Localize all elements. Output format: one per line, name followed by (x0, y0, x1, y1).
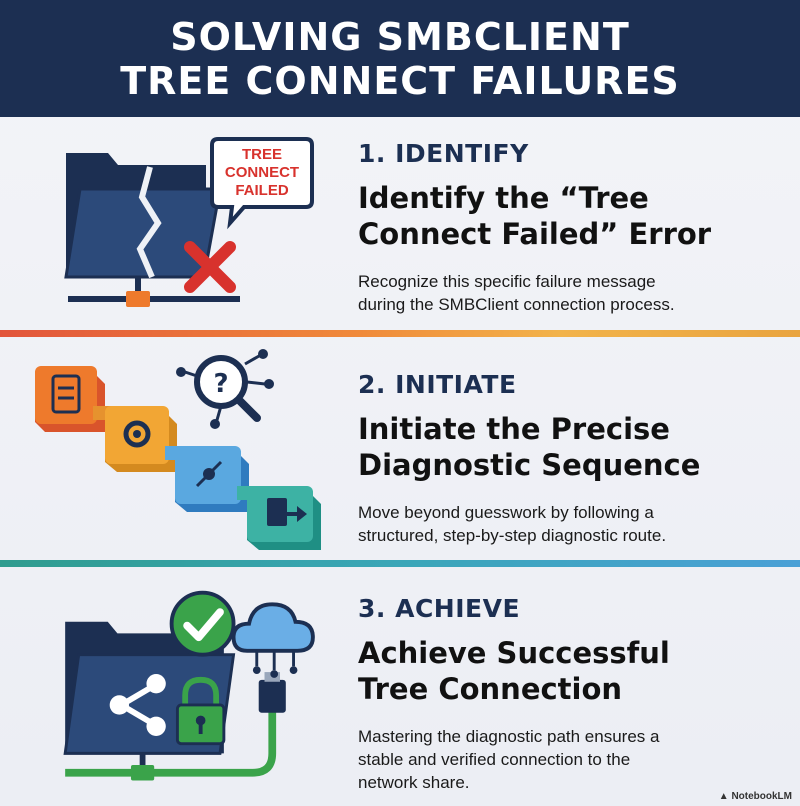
step-number: 2. INITIATE (358, 370, 517, 399)
cloud-icon (231, 602, 315, 678)
network-node-block-icon (175, 446, 249, 512)
page-title-line-1: SOLVING SMBCLIENT (170, 14, 630, 59)
document-arrow-block-icon (247, 486, 321, 550)
bubble-line-3: FAILED (235, 182, 289, 199)
bubble-line-2: CONNECT (225, 164, 299, 181)
step-description-line-2: structured, step-by-step diagnostic rout… (358, 526, 667, 545)
step-achieve-section: 3. ACHIEVE Achieve Successful Tree Conne… (0, 568, 800, 806)
step-description-line-1: Move beyond guesswork by following a (358, 503, 654, 522)
section-divider (0, 330, 800, 337)
step-title-line-2: Tree Connection (358, 672, 623, 706)
step-initiate-section: ? 2. INITIATE Initiate the Precise Diagn… (0, 338, 800, 560)
step-number: 1. IDENTIFY (358, 139, 529, 168)
step-initiate-text: 2. INITIATE Initiate the Precise Diagnos… (358, 370, 778, 547)
diagnostic-steps-illustration: ? (35, 349, 321, 550)
page-title-line-2: TREE CONNECT FAILURES (120, 58, 680, 103)
step-description-line-1: Mastering the diagnostic path ensures a (358, 727, 660, 746)
folder-icon (64, 153, 222, 279)
error-x-icon (184, 241, 236, 293)
step-description: Recognize this specific failure message … (358, 270, 778, 316)
share-icon (109, 674, 166, 736)
magnifier-question-icon: ? (176, 349, 274, 429)
step-description: Move beyond guesswork by following a str… (358, 501, 778, 547)
page-header: SOLVING SMBCLIENT TREE CONNECT FAILURES (0, 0, 800, 117)
badge-label: NotebookLM (731, 791, 792, 802)
step-title-line-2: Connect Failed” Error (358, 217, 712, 251)
step-title-line-1: Identify the “Tree (358, 181, 649, 215)
step-description-line-1: Recognize this specific failure message (358, 272, 656, 291)
successful-connection-illustration (63, 590, 315, 781)
checkmark-icon (169, 590, 236, 657)
step-description-line-2: during the SMBClient connection process. (358, 295, 675, 314)
step-title-line-2: Diagnostic Sequence (358, 448, 701, 482)
step-number: 3. ACHIEVE (358, 594, 521, 623)
step-identify-text: 1. IDENTIFY Identify the “Tree Connect F… (358, 139, 778, 316)
notebooklm-logo-icon: ▲ (718, 791, 729, 802)
svg-text:?: ? (213, 369, 228, 399)
notebooklm-badge: ▲ NotebookLM (719, 791, 792, 802)
gear-block-icon (105, 406, 177, 472)
step-description-line-2: stable and verified connection to the (358, 750, 631, 769)
step-title: Identify the “Tree Connect Failed” Error (358, 180, 778, 252)
padlock-icon (175, 676, 226, 746)
step-title-line-1: Achieve Successful (358, 636, 670, 670)
clipboard-block-icon (35, 366, 105, 432)
step-title: Initiate the Precise Diagnostic Sequence (358, 411, 778, 483)
error-speech-bubble: TREE CONNECT FAILED (210, 137, 314, 230)
section-divider (0, 560, 800, 567)
step-description: Mastering the diagnostic path ensures a … (358, 725, 778, 794)
step-identify-section: TREE CONNECT FAILED 1. IDENTIFY Identify… (0, 117, 800, 330)
broken-folder-illustration: TREE CONNECT FAILED (64, 137, 314, 307)
bubble-line-1: TREE (242, 146, 282, 163)
step-title-line-1: Initiate the Precise (358, 412, 670, 446)
step-achieve-text: 3. ACHIEVE Achieve Successful Tree Conne… (358, 594, 778, 794)
step-title: Achieve Successful Tree Connection (358, 635, 778, 707)
step-description-line-3: network share. (358, 773, 470, 792)
